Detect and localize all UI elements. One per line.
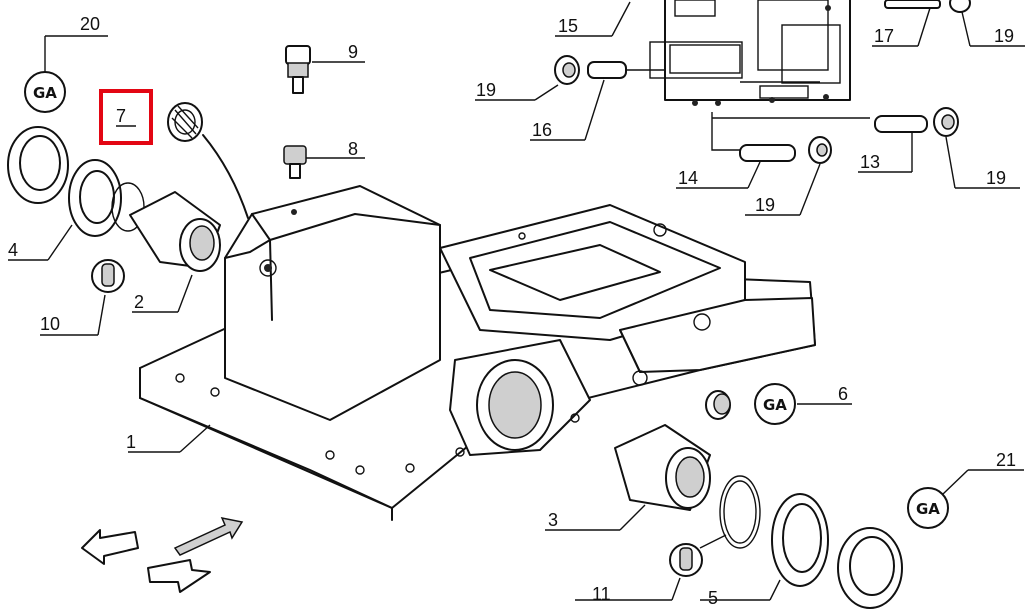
label-17: 17 [874, 26, 894, 46]
seal-kit-icon-6: GA [754, 383, 796, 425]
label-10: 10 [40, 314, 60, 334]
bushing-3 [614, 424, 711, 511]
label-6: 6 [838, 384, 848, 404]
svg-text:GA: GA [763, 396, 787, 414]
grease-cap-11 [669, 543, 703, 577]
seal-ring-21 [837, 527, 903, 609]
seal-ring-large-left [7, 126, 69, 204]
grease-cap-10 [91, 259, 125, 293]
label-8: 8 [348, 139, 358, 159]
label-21: 21 [996, 450, 1016, 470]
nut-19a [554, 55, 580, 85]
label-19-b: 19 [994, 26, 1014, 46]
label-19-a: 19 [476, 80, 496, 100]
label-13: 13 [860, 152, 880, 172]
housing-body [139, 185, 816, 521]
label-16: 16 [532, 120, 552, 140]
label-3: 3 [548, 510, 558, 530]
label-15: 15 [558, 16, 578, 36]
direction-arrows [81, 516, 244, 593]
threaded-plug-7 [167, 102, 203, 142]
nut-19b [949, 0, 971, 13]
highlight-box [99, 89, 153, 145]
valve-block-schematic [649, 0, 870, 151]
seal-kit-icon-21: GA [907, 487, 949, 529]
label-1: 1 [126, 432, 136, 452]
seal-6 [705, 390, 731, 420]
label-19-c: 19 [986, 168, 1006, 188]
label-20: 20 [80, 14, 100, 34]
pin-16 [587, 61, 665, 79]
label-5: 5 [708, 588, 718, 608]
label-4: 4 [8, 240, 18, 260]
svg-text:GA: GA [916, 500, 940, 518]
breather-plug-9 [285, 45, 311, 94]
pin-14 [739, 144, 796, 162]
label-14: 14 [678, 168, 698, 188]
o-ring-right [719, 475, 761, 549]
seal-kit-icon: GA [24, 71, 66, 113]
seal-ring-5 [771, 493, 829, 587]
label-11: 11 [592, 584, 611, 604]
svg-text:GA: GA [33, 84, 57, 102]
label-2: 2 [134, 292, 144, 312]
label-9: 9 [348, 42, 358, 62]
pin-17 [884, 0, 941, 9]
seal-ring-4 [68, 159, 122, 237]
bushing-2 [129, 191, 221, 272]
label-19-d: 19 [755, 195, 775, 215]
pin-13 [874, 115, 928, 133]
label-7: 7 [116, 106, 126, 126]
plug-8 [283, 145, 307, 179]
